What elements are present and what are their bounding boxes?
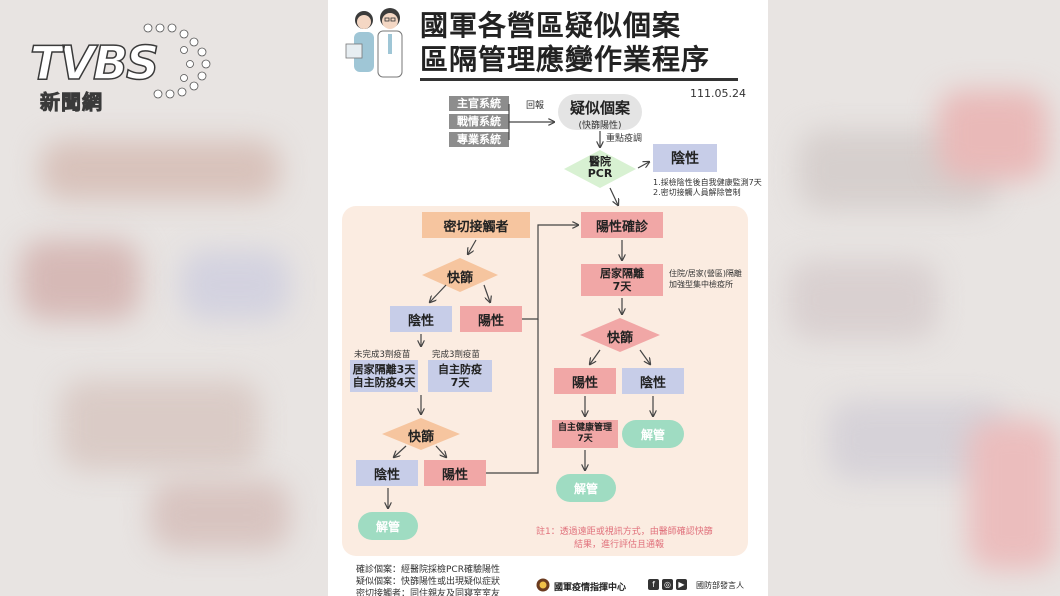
system-professional: 專業系統: [449, 132, 509, 147]
release-node-left: 解管: [358, 512, 418, 540]
confirmed-node: 陽性確診: [581, 212, 663, 238]
quarantine-3-line1: 居家隔離3天: [352, 363, 416, 376]
blurred-shape: [150, 480, 290, 550]
positive-node-1: 陽性: [460, 306, 522, 332]
close-contact-node: 密切接觸者: [422, 212, 530, 238]
positive-node-3: 陽性: [554, 368, 616, 394]
note-line2: 結果，進行評估且通報: [574, 540, 665, 550]
report-label: 回報: [526, 101, 545, 111]
hospital-pcr-node: 醫院 PCR: [564, 150, 636, 188]
self-health-line2: 7天: [577, 434, 593, 444]
hospital-note-line1: 住院/居家(營區)隔離: [669, 269, 742, 278]
hospital-note-line2: 加強型集中檢疫所: [669, 280, 733, 289]
logo-wordmark: TVBS: [29, 35, 160, 91]
flow-arrows: [328, 104, 768, 596]
self-health-line1: 自主健康管理: [557, 423, 612, 433]
doctors-illustration-icon: [345, 8, 403, 78]
positive-node-2: 陽性: [424, 460, 486, 486]
logo-subtitle: 新聞網: [40, 90, 103, 115]
home-isolation-line2: 7天: [612, 280, 632, 293]
military-emblem-icon: [536, 578, 550, 592]
title-underline: [420, 78, 738, 81]
diamond-shape: [422, 258, 498, 292]
home-isolation-node: 居家隔離 7天: [581, 264, 663, 296]
footer-social-icons: f ◎ ▶: [648, 579, 687, 590]
background-right: [768, 0, 1060, 596]
negative-note-1: 1.採檢陰性後自我健康監測7天: [653, 178, 762, 187]
negative-top-node: 陰性: [653, 144, 717, 172]
facebook-icon[interactable]: f: [648, 579, 659, 590]
rapid-test-node-3: 快篩: [580, 318, 660, 352]
complete-vaccine-label: 完成3劑疫苗: [432, 350, 480, 360]
blurred-shape: [788, 260, 938, 340]
rapid-test-node-2: 快篩: [382, 418, 460, 450]
negative-node-2: 陰性: [356, 460, 418, 486]
tvbs-logo: TVBS 新聞網: [29, 16, 220, 116]
negative-note-2: 2.密切接觸人員解除管制: [653, 188, 741, 197]
home-isolation-line1: 居家隔離: [600, 267, 644, 280]
quarantine-3-day-node: 居家隔離3天 自主防疫4天: [350, 360, 418, 392]
blurred-shape: [180, 250, 290, 320]
diamond-shape: [564, 150, 636, 188]
blurred-shape: [968, 420, 1058, 570]
poster-title-line1: 國軍各營區疑似個案: [420, 9, 682, 42]
youtube-icon[interactable]: ▶: [676, 579, 687, 590]
self-prevention-node: 自主防疫 7天: [428, 360, 492, 392]
blurred-shape: [20, 240, 140, 320]
release-node-right-1: 解管: [622, 420, 684, 448]
self-prevention-line2: 7天: [450, 376, 470, 389]
background-left: [0, 0, 328, 596]
key-investigation-label: 重點疫調: [606, 134, 643, 144]
hospital-label: 醫院: [589, 155, 611, 168]
footer-spokesperson: 國防部發言人: [696, 581, 744, 590]
quarantine-3-line2: 自主防疫4天: [352, 376, 416, 389]
rapid-test-label: 快篩: [606, 331, 633, 346]
logo-dots-icon: [143, 23, 211, 99]
publish-date: 111.05.24: [690, 87, 746, 100]
diamond-shape: [580, 318, 660, 352]
system-ops: 戰情系統: [449, 114, 509, 129]
blurred-shape: [40, 140, 280, 200]
rapid-test-label: 快篩: [446, 271, 473, 286]
suspect-case-title: 疑似個案: [569, 99, 630, 117]
suspect-case-node: 疑似個案 (快篩陽性): [558, 94, 642, 131]
not-complete-vaccine-label: 未完成3劑疫苗: [354, 350, 411, 360]
legend-close-contact: 密切接觸者：同住親友及同寢室室友: [356, 589, 501, 596]
self-prevention-line1: 自主防疫: [438, 363, 482, 376]
system-command: 主官系統: [449, 96, 509, 111]
pcr-label: PCR: [587, 167, 613, 180]
rapid-test-label: 快篩: [407, 430, 434, 445]
instagram-icon[interactable]: ◎: [662, 579, 673, 590]
suspect-case-sub: (快篩陽性): [578, 121, 622, 131]
self-health-node: 自主健康管理 7天: [552, 420, 618, 448]
poster: 國軍各營區疑似個案 區隔管理應變作業程序 111.05.24 主官系統 戰情系統…: [328, 0, 768, 596]
legend-suspect: 疑似個案：快篩陽性或出現疑似症狀: [356, 577, 501, 587]
blurred-shape: [60, 380, 260, 470]
diamond-shape: [382, 418, 460, 450]
footer-organization: 國軍疫情指揮中心: [554, 583, 627, 593]
negative-node-3: 陰性: [622, 368, 684, 394]
note-line1: 註1：透過遠距或視訊方式，由醫師確認快篩: [536, 527, 713, 537]
release-node-right-2: 解管: [556, 474, 616, 502]
poster-title-line2: 區隔管理應變作業程序: [420, 43, 711, 76]
blurred-shape: [938, 90, 1048, 180]
rapid-test-node-1: 快篩: [422, 258, 498, 292]
legend-confirmed: 確診個案：經醫院採檢PCR確驗陽性: [356, 565, 500, 575]
negative-node-1: 陰性: [390, 306, 452, 332]
